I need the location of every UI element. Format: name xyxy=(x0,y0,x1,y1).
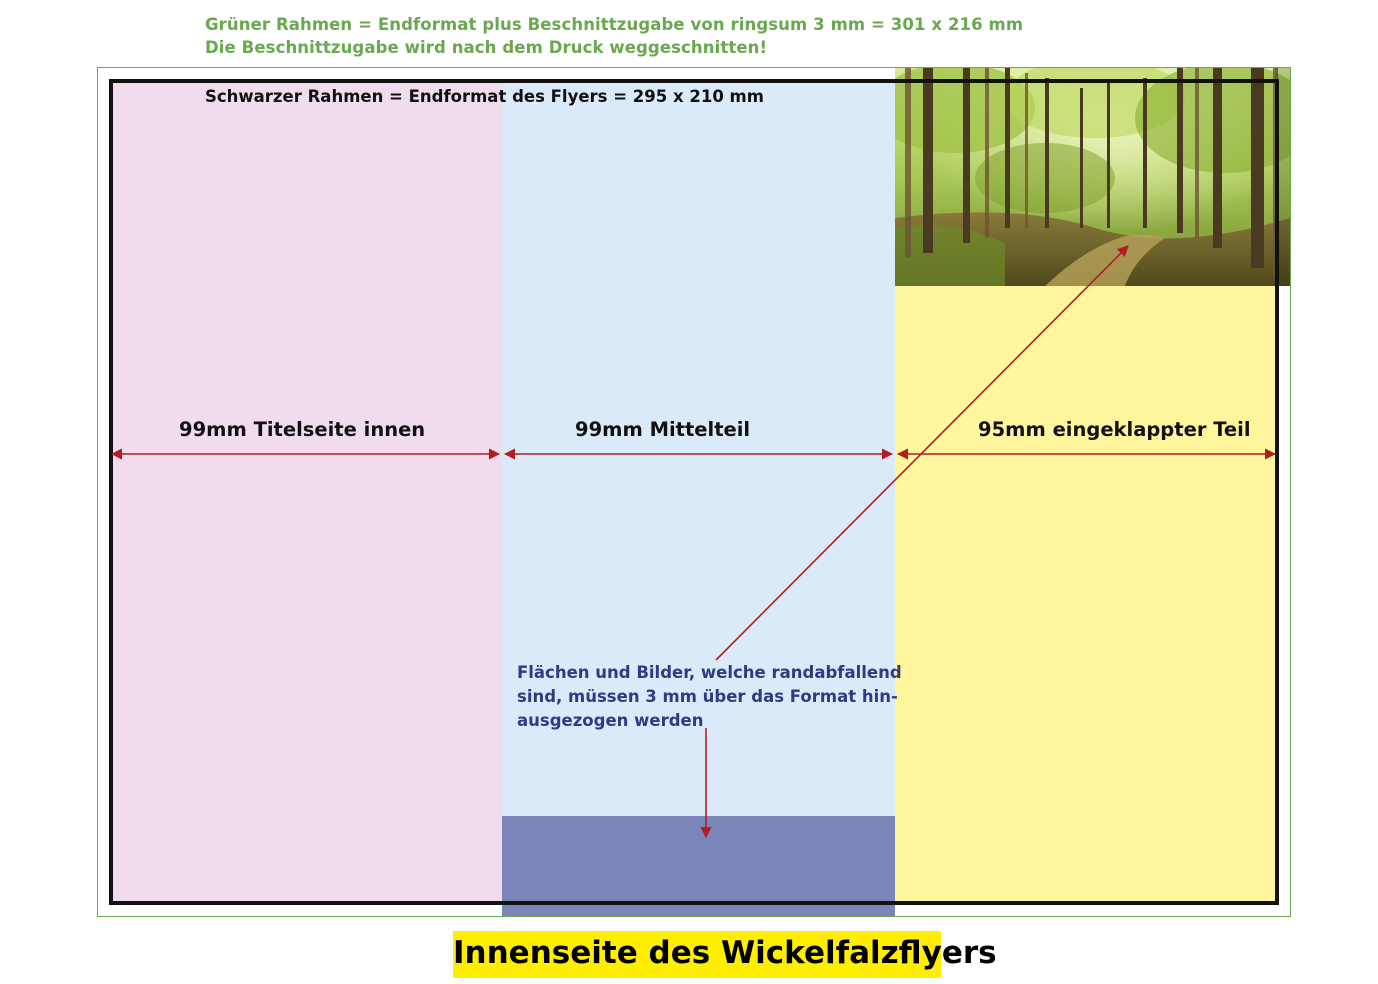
bleed-block xyxy=(502,816,895,916)
bleed-note-line-2: sind, müssen 3 mm über das Format hin- xyxy=(517,687,898,706)
callout-arrow-photo xyxy=(715,245,1129,661)
panel-label-title: 99mm Titelseite innen xyxy=(179,418,426,441)
header-line-1: Grüner Rahmen = Endformat plus Beschnitt… xyxy=(205,15,1024,34)
panel-label-folded: 95mm eingeklappter Teil xyxy=(978,418,1251,441)
panel-middle xyxy=(502,81,895,902)
bleed-note-line-1: Flächen und Bilder, welche randabfallend xyxy=(517,663,902,682)
black-final-format-frame xyxy=(109,79,1279,905)
panel-title-inner xyxy=(111,81,502,902)
green-bleed-frame xyxy=(97,67,1291,917)
page-title: Innenseite des Wickelfalzflyers xyxy=(453,931,997,978)
header-line-2: Die Beschnittzugabe wird nach dem Druck … xyxy=(205,38,768,57)
black-frame-label: Schwarzer Rahmen = Endformat des Flyers … xyxy=(205,87,764,106)
panel-label-middle: 99mm Mittelteil xyxy=(575,418,751,441)
bleed-note-line-3: ausgezogen werden xyxy=(517,711,704,730)
